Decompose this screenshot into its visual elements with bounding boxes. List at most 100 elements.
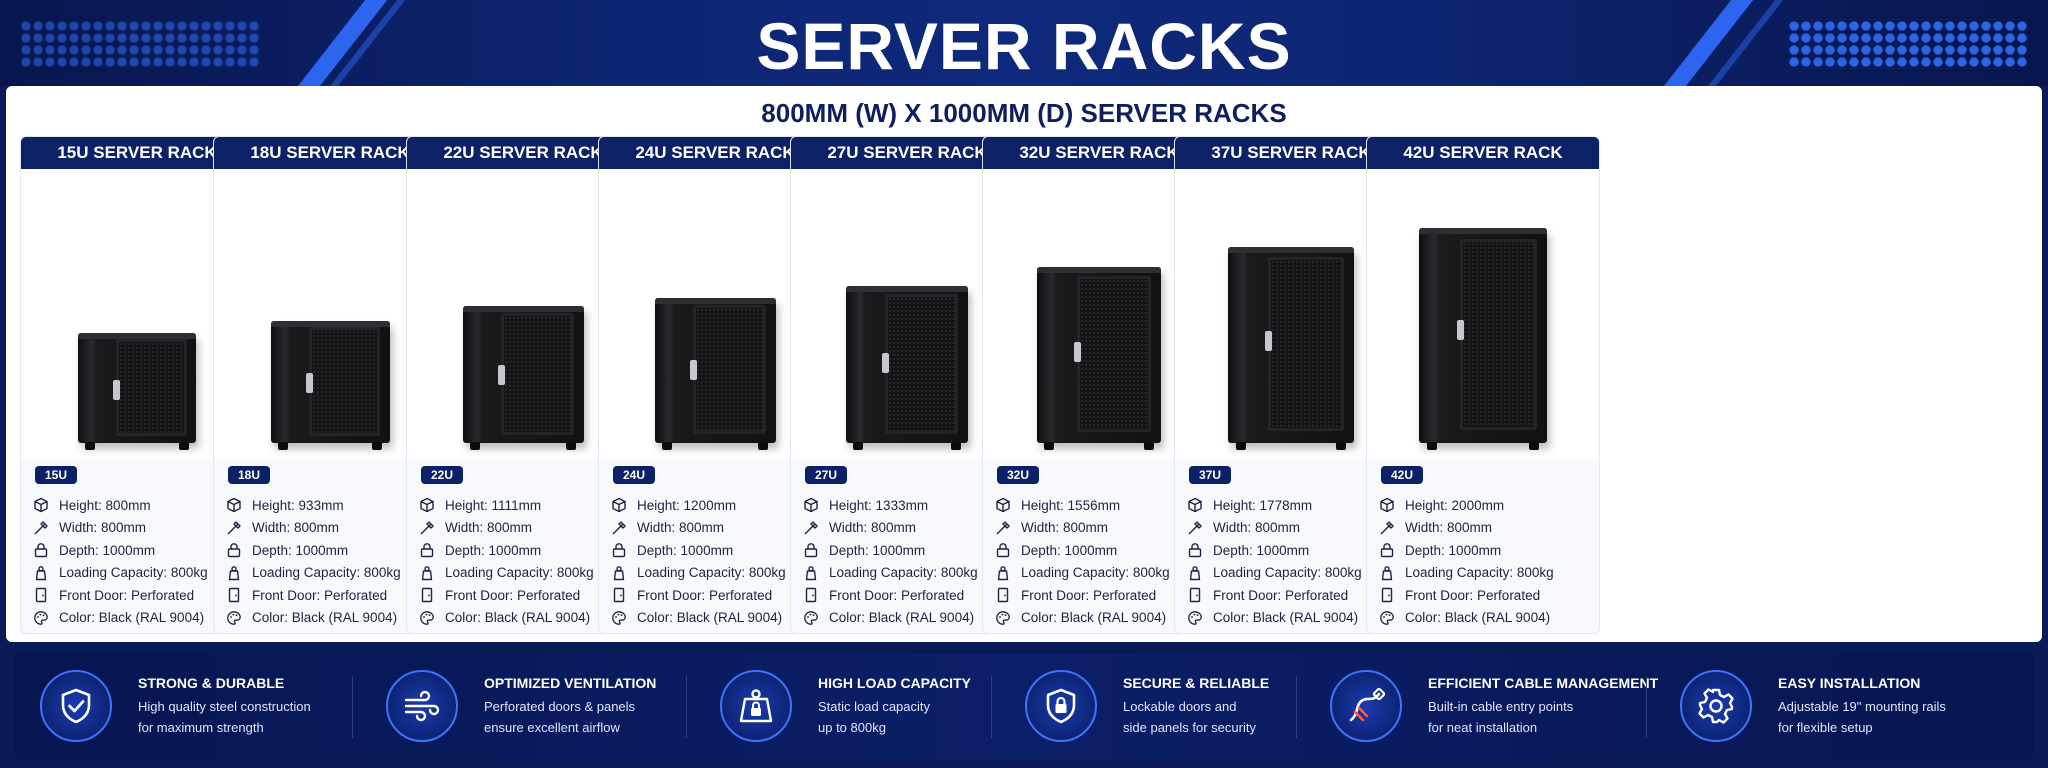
spec-width: Width: 800mm	[33, 517, 247, 540]
spec-label: Height:	[1021, 497, 1064, 513]
spec-color: Color: Black (RAL 9004)	[611, 607, 825, 630]
spec-value: 1778mm	[1259, 497, 1313, 513]
spec-width: Width: 800mm	[803, 517, 1017, 540]
spec-depth: Depth: 1000mm	[33, 539, 247, 562]
spec-label: Width:	[1021, 520, 1060, 536]
size-badge: 22U	[421, 466, 464, 484]
spec-value: 800kg	[363, 565, 401, 581]
spec-list: Height: 800mm Width: 800mm Depth: 1000mm…	[33, 494, 247, 629]
ruler-icon	[611, 520, 627, 536]
feature-title: STRONG & DURABLE	[138, 675, 285, 691]
spec-capacity: Loading Capacity: 800kg	[611, 562, 825, 585]
rack-perforated-door	[112, 338, 187, 437]
feature-divider	[1646, 676, 1647, 738]
spec-label: Loading Capacity:	[59, 565, 168, 581]
spec-label: Loading Capacity:	[1213, 565, 1322, 581]
feature-item: EASY INSTALLATION Adjustable 19" mountin…	[1654, 654, 1974, 760]
spec-color: Color: Black (RAL 9004)	[33, 607, 247, 630]
door-lock-icon	[498, 364, 506, 385]
spec-capacity: Loading Capacity: 800kg	[1379, 562, 1593, 585]
cube-icon	[1187, 497, 1203, 513]
spec-list: Height: 1778mm Width: 800mm Depth: 1000m…	[1187, 494, 1401, 629]
cube-icon	[226, 497, 242, 513]
lock-icon	[419, 542, 435, 558]
feature-divider	[1296, 676, 1297, 738]
spec-depth: Depth: 1000mm	[419, 539, 633, 562]
spec-label: Loading Capacity:	[252, 565, 361, 581]
feature-title: EASY INSTALLATION	[1778, 675, 1921, 691]
door-icon	[1379, 587, 1395, 603]
spec-value: 1000mm	[1256, 542, 1310, 558]
spec-height: Height: 1111mm	[419, 494, 633, 517]
spec-label: Front Door:	[829, 587, 898, 603]
feature-description: Adjustable 19" mounting rails for flexib…	[1778, 696, 1946, 738]
weight-icon	[995, 565, 1011, 581]
server-rack-illustration	[654, 298, 776, 450]
rack-top	[654, 298, 776, 304]
ruler-icon	[803, 520, 819, 536]
cube-icon	[419, 497, 435, 513]
spec-value: 1000mm	[1448, 542, 1502, 558]
ruler-icon	[1379, 520, 1395, 536]
spec-height: Height: 933mm	[226, 494, 440, 517]
rack-foot	[566, 442, 577, 450]
rack-foot	[85, 442, 96, 450]
cable-icon	[1330, 670, 1402, 742]
spec-label: Depth:	[1213, 542, 1253, 558]
spec-label: Color:	[637, 610, 674, 626]
spec-value: Perforated	[1477, 587, 1541, 603]
spec-value: 1200mm	[683, 497, 737, 513]
rack-foot	[469, 442, 480, 450]
spec-value: Perforated	[131, 587, 195, 603]
rack-image	[1367, 169, 1599, 459]
spec-label: Depth:	[59, 542, 99, 558]
spec-label: Width:	[637, 520, 676, 536]
spec-value: 1000mm	[872, 542, 926, 558]
spec-label: Color:	[59, 610, 96, 626]
weight-icon	[1379, 565, 1395, 581]
spec-depth: Depth: 1000mm	[995, 539, 1209, 562]
server-rack-illustration	[846, 286, 968, 450]
feature-divider	[991, 676, 992, 738]
palette-icon	[1379, 610, 1395, 626]
rack-card[interactable]: 42U SERVER RACK 42U Height: 2000mm	[1366, 136, 1600, 634]
spec-capacity: Loading Capacity: 800kg	[33, 562, 247, 585]
rack-perforated-door	[1073, 275, 1152, 433]
door-lock-icon	[882, 353, 890, 374]
spec-value: Perforated	[1285, 587, 1349, 603]
spec-value: 2000mm	[1451, 497, 1505, 513]
spec-label: Front Door:	[1021, 587, 1090, 603]
feature-line: up to 800kg	[818, 720, 886, 735]
spec-label: Loading Capacity:	[829, 565, 938, 581]
spec-value: 800mm	[1447, 520, 1493, 536]
spec-width: Width: 800mm	[226, 517, 440, 540]
lock-icon	[611, 542, 627, 558]
server-rack-illustration	[1037, 267, 1161, 450]
palette-icon	[803, 610, 819, 626]
spec-label: Width:	[829, 520, 868, 536]
spec-label: Height:	[637, 497, 680, 513]
door-icon	[226, 587, 242, 603]
palette-icon	[995, 610, 1011, 626]
lock-icon	[803, 542, 819, 558]
weight-icon	[226, 565, 242, 581]
spec-value: 933mm	[298, 497, 344, 513]
spec-list: Height: 1111mm Width: 800mm Depth: 1000m…	[419, 494, 633, 629]
feature-line: for maximum strength	[138, 720, 264, 735]
spec-label: Front Door:	[1405, 587, 1474, 603]
rack-foot	[372, 442, 383, 450]
door-lock-icon	[305, 373, 313, 394]
spec-value: 1000mm	[295, 542, 349, 558]
ruler-icon	[995, 520, 1011, 536]
feature-line: for neat installation	[1428, 720, 1538, 735]
spec-value: 1000mm	[680, 542, 734, 558]
spec-value: Black (RAL 9004)	[1444, 610, 1551, 626]
rack-perforated-door	[498, 312, 574, 435]
spec-color: Color: Black (RAL 9004)	[226, 607, 440, 630]
spec-depth: Depth: 1000mm	[611, 539, 825, 562]
header-banner: SERVER RACKS	[0, 0, 2048, 86]
server-rack-illustration	[1228, 247, 1354, 450]
spec-capacity: Loading Capacity: 800kg	[419, 562, 633, 585]
spec-label: Loading Capacity:	[1405, 565, 1514, 581]
door-lock-icon	[690, 359, 698, 380]
